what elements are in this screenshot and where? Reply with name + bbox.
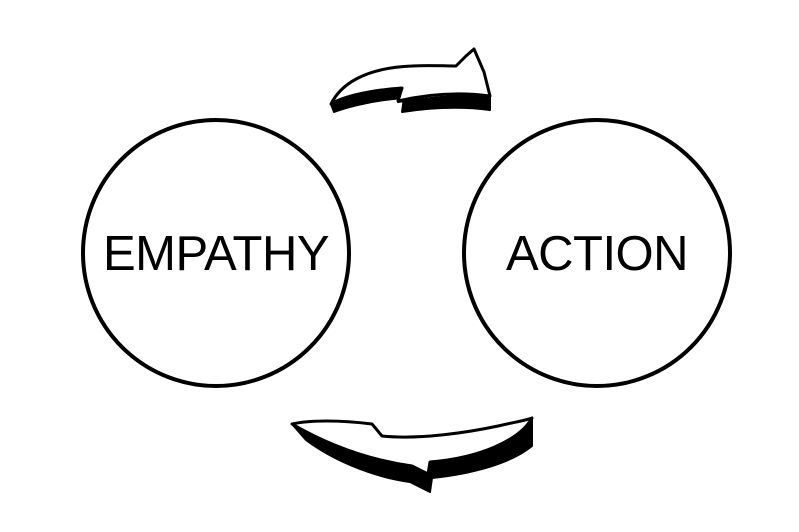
action-label: ACTION	[506, 227, 688, 281]
empathy-label: EMPATHY	[103, 227, 329, 281]
action-node: ACTION	[462, 118, 732, 388]
bottom-curved-arrow	[290, 416, 534, 493]
empathy-circle	[81, 118, 351, 388]
empathy-node: EMPATHY	[81, 118, 351, 388]
top-curved-arrow	[329, 47, 492, 113]
action-circle	[462, 118, 732, 388]
top-arrow-face	[329, 47, 492, 106]
bottom-arrow-face	[290, 416, 534, 476]
